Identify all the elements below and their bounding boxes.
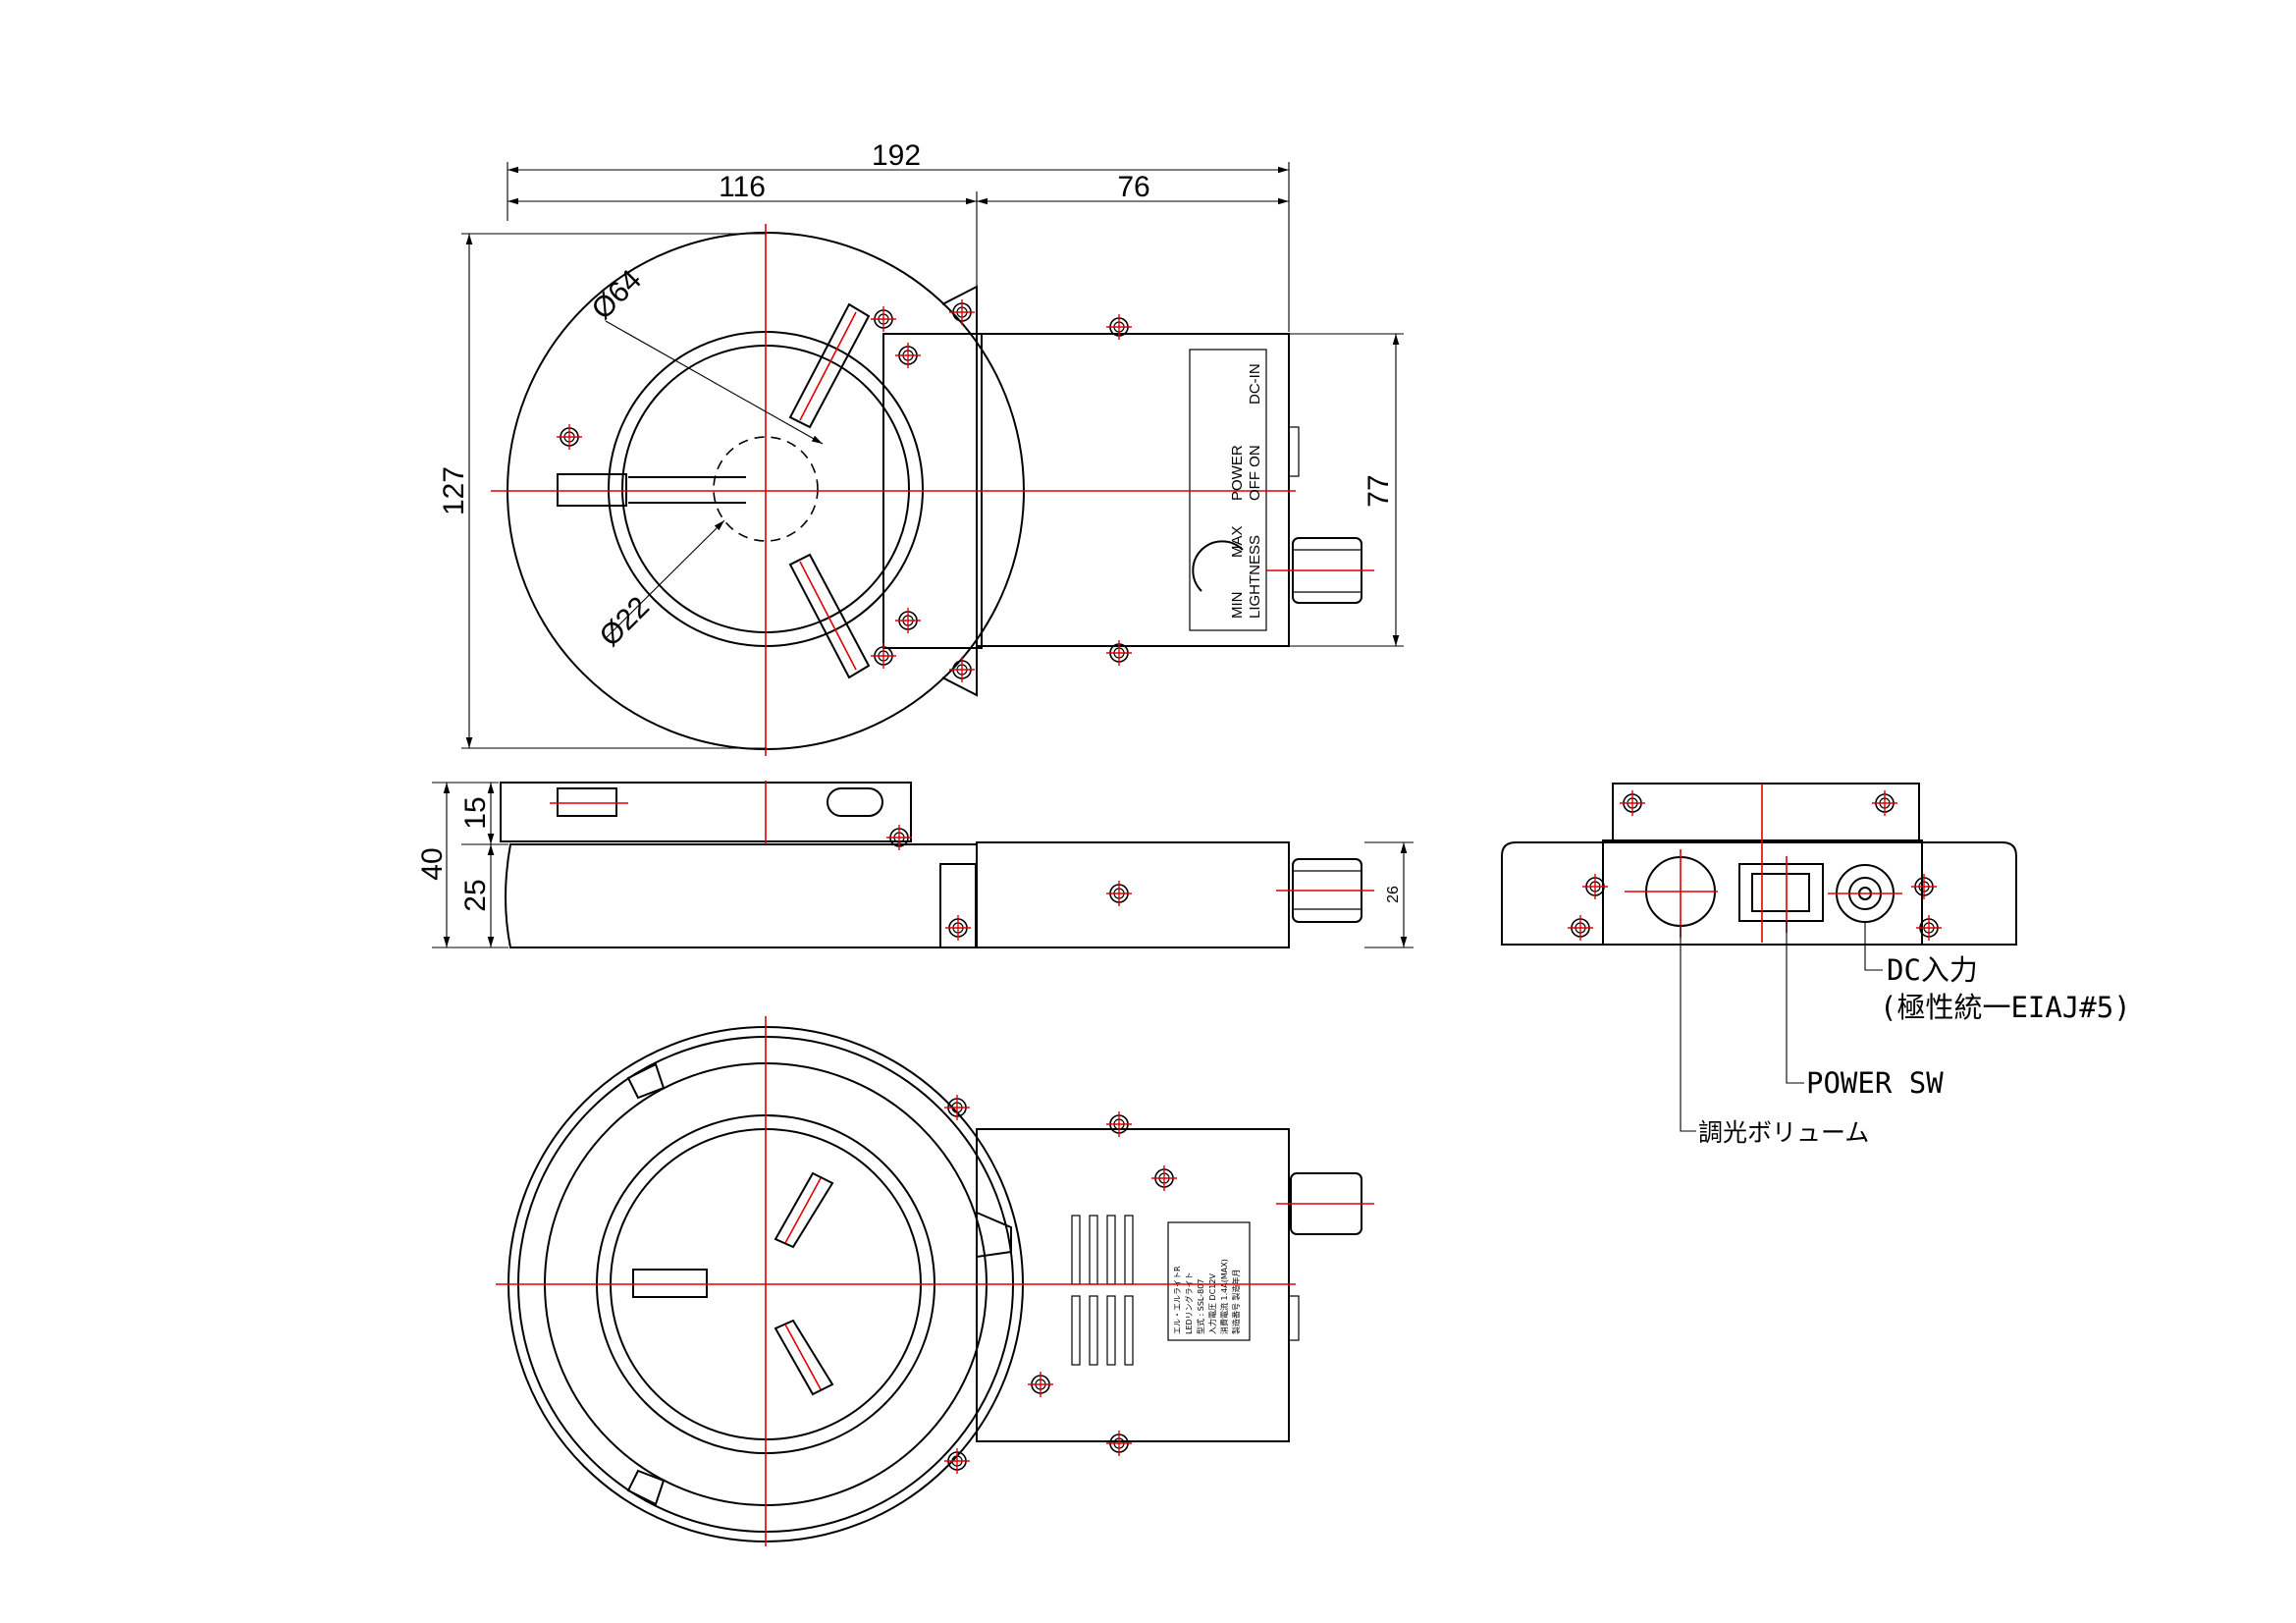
screw-icon	[894, 607, 922, 634]
callout-dc-input: DC入力	[1887, 953, 1978, 987]
dim-overall-height: 127	[438, 466, 470, 515]
panel-power-label: POWER	[1229, 445, 1246, 501]
power-switch-top	[1288, 426, 1300, 477]
dim-box-width: 76	[1117, 171, 1149, 203]
screw-icon	[944, 914, 972, 942]
bottom-view: エル・エルライトR LEDリングライト 型式 : SSL-807 入力電圧 DC…	[496, 1016, 1374, 1546]
rim-tab	[976, 1211, 1012, 1259]
mount-bracket	[882, 333, 983, 649]
dc-input-leader	[1864, 922, 1883, 971]
bottom-arm-left	[632, 1269, 708, 1298]
callout-power-sw: POWER SW	[1806, 1066, 1944, 1100]
dim-base-thickness: 25	[459, 879, 492, 911]
base-profile	[505, 843, 978, 948]
dial-symbol	[1192, 540, 1244, 592]
control-box-bottom	[976, 1128, 1290, 1442]
nameplate	[1167, 1221, 1251, 1341]
screw-icon	[1105, 639, 1133, 667]
screw-icon	[870, 305, 897, 333]
control-box-side	[976, 841, 1290, 948]
screw-icon	[885, 824, 913, 851]
screw-icon	[1105, 880, 1133, 907]
screw-icon	[1871, 789, 1898, 817]
inner-diameter-circle	[713, 436, 819, 542]
control-box-top	[976, 333, 1290, 647]
arm-upper	[788, 302, 871, 429]
svg-text:エル・エルライトR: エル・エルライトR	[1173, 1266, 1182, 1334]
nameplate-text: エル・エルライトR LEDリングライト 型式 : SSL-807 入力電圧 DC…	[1173, 1259, 1241, 1334]
screw-icon	[894, 342, 922, 369]
screw-icon	[1105, 1110, 1133, 1138]
arm-left	[557, 473, 627, 507]
ring-joint-top	[941, 285, 978, 334]
dim-box-thickness: 26	[1385, 886, 1402, 903]
vent-slots	[1071, 1215, 1134, 1366]
rim-tab	[626, 1062, 666, 1100]
svg-text:製造番号 製造年月: 製造番号 製造年月	[1231, 1269, 1241, 1334]
screw-icon	[1915, 914, 1943, 942]
power-switch-rocker	[1751, 873, 1810, 912]
screw-icon	[1581, 873, 1609, 900]
screw-icon	[1105, 313, 1133, 341]
panel-lightness-label: LIGHTNESS	[1247, 535, 1263, 619]
bottom-arm-lower	[774, 1319, 834, 1396]
panel-dc-in-label: DC-IN	[1247, 363, 1263, 405]
power-switch-bottom	[1288, 1295, 1300, 1341]
arm-lower	[788, 553, 871, 679]
end-top-plate	[1612, 783, 1920, 841]
slot-profile	[827, 787, 883, 817]
dim-total-thickness: 40	[416, 847, 449, 880]
dim-overall-width: 192	[872, 139, 921, 172]
end-view: DC入力 (極性統一EIAJ#5) POWER SW 調光ボリューム	[1501, 783, 2131, 1147]
dim-ring-width: 116	[719, 171, 766, 203]
svg-text:LEDリングライト: LEDリングライト	[1184, 1271, 1194, 1334]
screw-icon	[1567, 914, 1594, 942]
panel-off-on-label: OFF ON	[1247, 445, 1263, 501]
dimmer-leader	[1680, 926, 1696, 1132]
power-switch-end	[1738, 863, 1824, 922]
screw-icon	[1105, 1430, 1133, 1457]
end-base	[1501, 841, 2017, 946]
control-panel-plate	[1189, 349, 1267, 631]
callout-polarity: (極性統一EIAJ#5)	[1880, 991, 2131, 1024]
arm-profile	[557, 787, 617, 817]
panel-max-label: MAX	[1229, 525, 1246, 558]
rim-tab	[626, 1469, 666, 1506]
bottom-arm-upper	[774, 1171, 834, 1249]
ring-joint-bottom	[941, 648, 978, 697]
screw-icon	[556, 423, 583, 451]
screw-icon	[1910, 873, 1938, 900]
dim-box-height: 77	[1362, 474, 1395, 507]
screw-icon	[1027, 1371, 1054, 1398]
support-arms	[557, 302, 871, 679]
top-dimensions: 192 116 76 127 77	[438, 139, 1404, 749]
top-view: Ø64 Ø22 DC-IN POWER OFF ON MAX MIN LIGHT…	[491, 224, 1374, 756]
svg-text:型式 : SSL-807: 型式 : SSL-807	[1196, 1279, 1205, 1334]
dim-inner-diameter: Ø22	[594, 591, 656, 653]
ring-top-profile	[500, 782, 912, 842]
screw-icon	[948, 656, 976, 683]
screw-icon	[1150, 1164, 1178, 1192]
svg-text:消費電流 1.4A(MAX): 消費電流 1.4A(MAX)	[1219, 1259, 1229, 1334]
screw-icon	[1619, 789, 1646, 817]
screw-icon	[948, 298, 976, 326]
panel-min-label: MIN	[1229, 592, 1246, 620]
svg-text:入力電圧 DC12V: 入力電圧 DC12V	[1207, 1273, 1217, 1334]
screw-icon	[870, 642, 897, 670]
side-view: 40 15 25 26	[416, 781, 1414, 948]
power-sw-leader	[1786, 921, 1804, 1084]
dim-ring-thickness: 15	[459, 796, 492, 829]
dim-outer-diameter: Ø64	[586, 264, 648, 326]
callout-dimmer: 調光ボリューム	[1698, 1118, 1869, 1147]
